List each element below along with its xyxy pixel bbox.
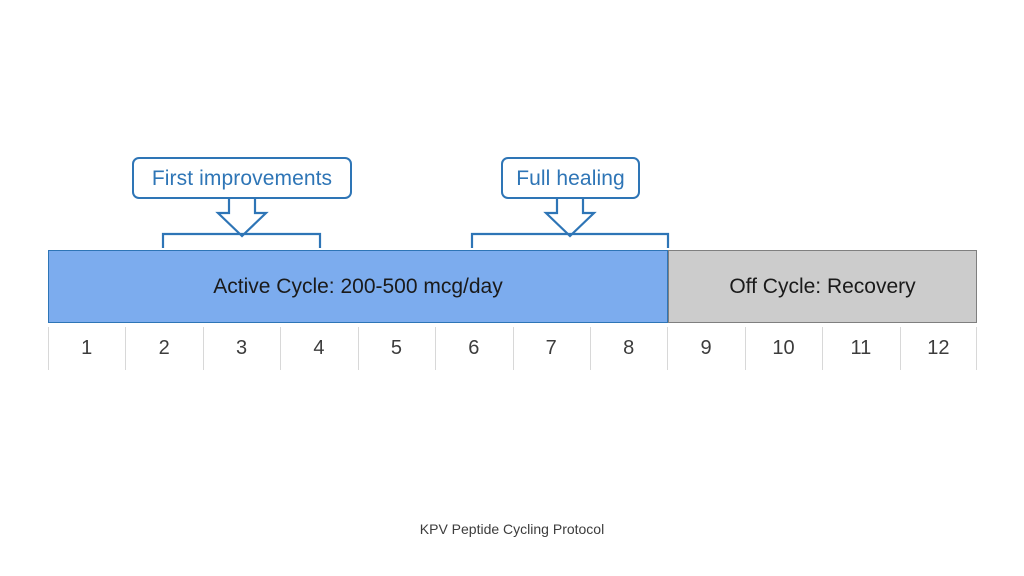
month-cell: 5 [357,325,435,372]
callout-first-improvements-label: First improvements [151,166,333,190]
month-label: 8 [623,337,635,359]
diagram-caption: KPV Peptide Cycling Protocol [419,521,605,537]
month-label: 2 [158,337,170,359]
month-cell: 3 [202,325,280,372]
month-cell: 7 [512,325,590,372]
month-cell: 6 [435,325,512,372]
down-arrow-first-improvements [215,199,269,238]
down-arrow-full-healing [543,199,597,238]
month-label: 9 [700,337,712,359]
month-label: 4 [313,337,325,359]
month-cell: 11 [822,325,899,372]
phase-bar-active-cycle: Active Cycle: 200-500 mcg/day [48,250,668,323]
month-cell: 9 [667,325,744,372]
callout-first-improvements: First improvements [132,157,352,199]
month-cell: 4 [280,325,357,372]
phase-bar-off-cycle-label: Off Cycle: Recovery [729,274,916,298]
month-axis: 1 2 3 4 5 6 7 8 9 10 11 12 [48,325,978,372]
callout-full-healing: Full healing [501,157,640,199]
month-cell: 1 [48,325,125,372]
callout-full-healing-label: Full healing [516,166,625,190]
month-cell: 8 [589,325,667,372]
bracket-full-healing [470,232,670,248]
month-cell: 12 [899,325,978,372]
phase-bar-off-cycle: Off Cycle: Recovery [668,250,977,323]
month-label: 5 [390,337,402,359]
month-label: 12 [927,337,950,359]
month-label: 7 [545,337,557,359]
month-label: 6 [468,337,480,359]
month-cell: 2 [125,325,202,372]
timeline-bars: Active Cycle: 200-500 mcg/day Off Cycle:… [48,250,977,323]
month-label: 1 [81,337,93,359]
month-cell: 10 [744,325,822,372]
month-label: 3 [235,337,248,359]
month-label: 10 [772,337,795,359]
bracket-first-improvements [161,232,322,248]
phase-bar-active-cycle-label: Active Cycle: 200-500 mcg/day [213,274,503,298]
month-label: 11 [850,337,872,359]
